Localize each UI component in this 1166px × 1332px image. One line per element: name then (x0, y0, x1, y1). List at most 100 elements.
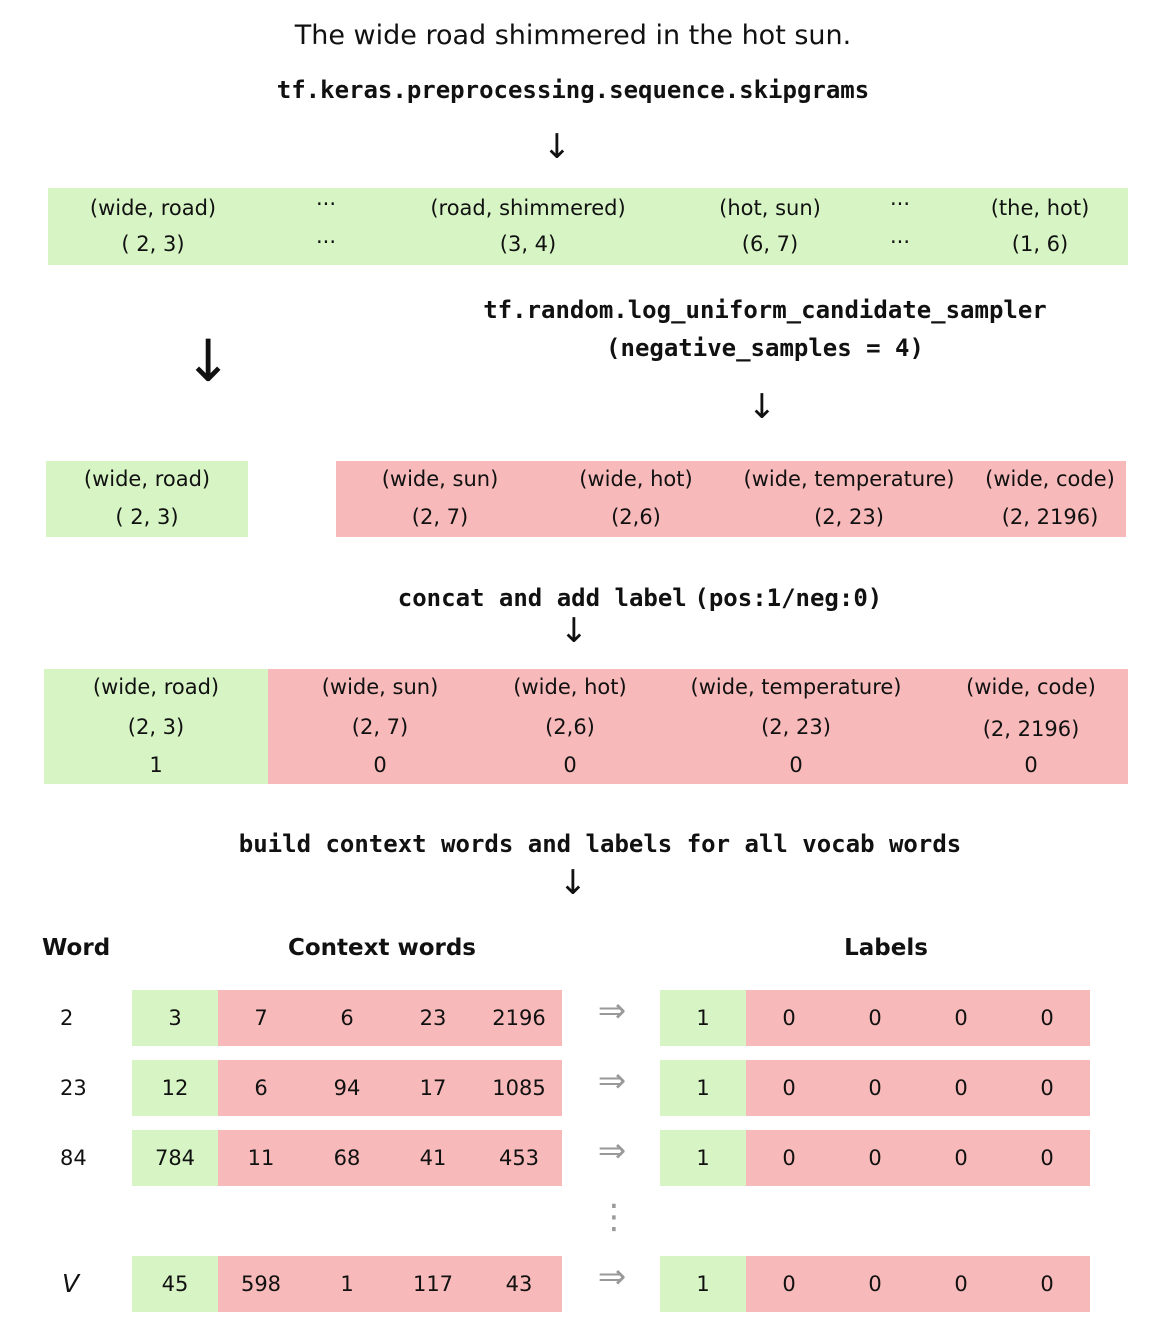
pair-ids: (2, 2196) (1001, 505, 1099, 529)
context-negative-cell: 1085 (476, 1060, 562, 1116)
pair-words: (wide, temperature) (690, 675, 902, 699)
label-negative-cell: 0 (1004, 1130, 1090, 1186)
labeled-negative-cells: (wide, sun) (2, 7) 0 (wide, hot) (2,6) 0… (268, 669, 1128, 784)
label-negative-cell: 0 (746, 990, 832, 1046)
row-word: 84 (60, 1146, 87, 1170)
word-column-header: Word (42, 935, 111, 961)
down-arrow-icon: ↓ (183, 327, 233, 395)
label-negative-cell: 0 (918, 1130, 1004, 1186)
context-negative-cell: 6 (218, 1060, 304, 1116)
down-arrow-icon: ↓ (542, 127, 572, 167)
pair-words: (the, hot) (990, 196, 1090, 220)
label-negative-cell: 0 (832, 1130, 918, 1186)
label-negative-cell: 0 (832, 1256, 918, 1312)
pair-words: (wide, temperature) (743, 467, 955, 491)
concat-step-legend: (pos:1/neg:0) (694, 584, 883, 612)
pair-words: (wide, code) (966, 675, 1096, 699)
label-positive-cell: 1 (660, 1130, 746, 1186)
pair-ids: ( 2, 3) (121, 232, 185, 256)
sampler-args-label: (negative_samples = 4) (606, 334, 924, 362)
label-positive-cell: 1 (660, 1060, 746, 1116)
context-negative-cell: 7 (218, 990, 304, 1046)
context-negative-cell: 17 (390, 1060, 476, 1116)
positive-pair-box: (wide, road) ( 2, 3) (46, 461, 248, 537)
label-negative-cell: 0 (918, 1256, 1004, 1312)
ellipsis: ··· (315, 230, 337, 254)
pair-ids: (6, 7) (741, 232, 799, 256)
implies-arrow-icon: ⇒ (597, 1131, 627, 1171)
pair-ids: ( 2, 3) (115, 505, 179, 529)
context-positive-cell: 784 (132, 1130, 218, 1186)
context-column-header: Context words (287, 935, 477, 961)
row-word: V (62, 1269, 80, 1298)
pair-ids: (2, 3) (127, 715, 185, 739)
pair-words: (hot, sun) (719, 196, 821, 220)
label-negative-cell: 0 (832, 1060, 918, 1116)
concat-step-label: concat and add label (pos:1/neg:0) (300, 584, 980, 612)
ellipsis: ··· (315, 192, 337, 216)
ellipsis: ··· (889, 192, 911, 216)
concat-step-code: concat and add label (397, 584, 687, 612)
labeled-positive-cell: (wide, road) (2, 3) 1 (44, 669, 268, 784)
build-step-label: build context words and labels for all v… (238, 830, 962, 858)
context-negative-cell: 453 (476, 1130, 562, 1186)
label-positive-cell: 1 (660, 1256, 746, 1312)
pair-label: 0 (789, 753, 803, 777)
label-negative-cell: 0 (1004, 1060, 1090, 1116)
pair-ids: (2,6) (545, 715, 595, 739)
label-negative-cell: 0 (746, 1130, 832, 1186)
input-sentence: The wide road shimmered in the hot sun. (294, 20, 852, 51)
pair-ids: (3, 4) (499, 232, 557, 256)
down-arrow-icon: ↓ (559, 611, 589, 651)
pair-words: (wide, sun) (381, 467, 499, 491)
sampler-function-label: tf.random.log_uniform_candidate_sampler (483, 296, 1047, 324)
pair-label: 1 (149, 753, 163, 777)
pair-words: (wide, sun) (321, 675, 439, 699)
label-negative-cell: 0 (1004, 1256, 1090, 1312)
row-word: 23 (60, 1076, 87, 1100)
ellipsis: ··· (889, 230, 911, 254)
down-arrow-icon: ↓ (558, 863, 588, 903)
pair-ids: (2, 23) (761, 715, 831, 739)
pair-words: (wide, road) (92, 675, 220, 699)
context-negative-cell: 117 (390, 1256, 476, 1312)
vertical-ellipsis: ⋮ (597, 1197, 631, 1237)
context-negative-cell: 1 (304, 1256, 390, 1312)
context-negative-cell: 11 (218, 1130, 304, 1186)
pair-words: (wide, hot) (513, 675, 627, 699)
pair-ids: (2, 2196) (982, 717, 1080, 741)
label-negative-cell: 0 (918, 1060, 1004, 1116)
pair-words: (wide, hot) (579, 467, 693, 491)
pair-label: 0 (563, 753, 577, 777)
context-positive-cell: 45 (132, 1256, 218, 1312)
label-negative-cell: 0 (832, 990, 918, 1046)
context-negative-cell: 41 (390, 1130, 476, 1186)
pair-ids: (1, 6) (1011, 232, 1069, 256)
context-negative-cell: 94 (304, 1060, 390, 1116)
label-positive-cell: 1 (660, 990, 746, 1046)
pair-ids: (2, 23) (814, 505, 884, 529)
skipgram-pairs-band: (wide, road) ( 2, 3) ··· ··· (road, shim… (48, 188, 1128, 265)
context-positive-cell: 12 (132, 1060, 218, 1116)
label-negative-cell: 0 (1004, 990, 1090, 1046)
pair-label: 0 (1024, 753, 1038, 777)
context-negative-cell: 23 (390, 990, 476, 1046)
pair-label: 0 (373, 753, 387, 777)
context-negative-cell: 2196 (476, 990, 562, 1046)
label-negative-cell: 0 (746, 1256, 832, 1312)
implies-arrow-icon: ⇒ (597, 991, 627, 1031)
pair-words: (road, shimmered) (430, 196, 626, 220)
row-word: 2 (60, 1006, 74, 1030)
down-arrow-icon: ↓ (747, 387, 777, 427)
skipgrams-function-label: tf.keras.preprocessing.sequence.skipgram… (276, 76, 870, 104)
pair-words: (wide, road) (83, 467, 211, 491)
implies-arrow-icon: ⇒ (597, 1257, 627, 1297)
pair-ids: (2, 7) (411, 505, 469, 529)
label-negative-cell: 0 (746, 1060, 832, 1116)
context-negative-cell: 43 (476, 1256, 562, 1312)
pair-words: (wide, code) (985, 467, 1115, 491)
